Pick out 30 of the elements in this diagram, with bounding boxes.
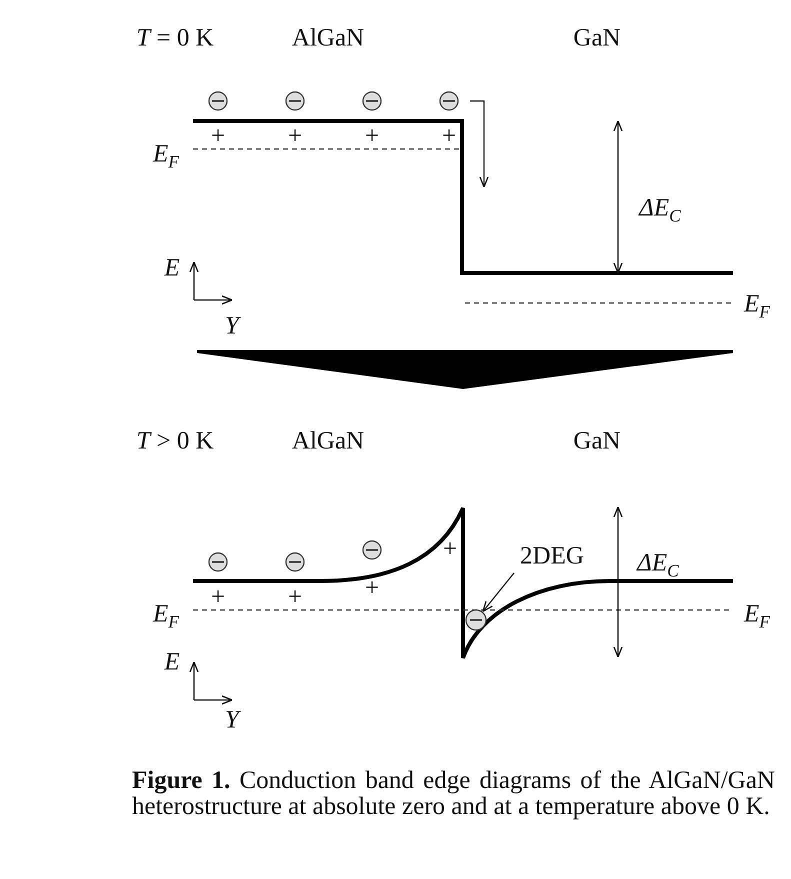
- fermi-level-label: E$_{F}$: [153, 601, 179, 631]
- band-offset-label: ΔE$_{C}$: [637, 550, 679, 580]
- fermi-level-label: E$_{F}$: [744, 291, 770, 321]
- fermi-level-label: E$_{F}$: [153, 141, 179, 171]
- electron-symbol: [439, 91, 459, 111]
- axis-label: Y: [225, 314, 239, 338]
- fermi-level-label: E$_{F}$: [744, 601, 770, 631]
- material-label: AlGaN: [292, 428, 364, 454]
- charge-sign: +: [442, 124, 456, 148]
- material-label: AlGaN: [292, 26, 364, 50]
- axis-label: E: [164, 256, 180, 280]
- charge-sign: +: [442, 536, 458, 562]
- leader-line: [482, 572, 514, 612]
- charge-sign: +: [288, 584, 302, 610]
- charge-sign: +: [288, 124, 302, 148]
- arrow: [470, 100, 489, 188]
- temperature-label: T = 0 K: [136, 26, 214, 50]
- material-label: GaN: [573, 26, 621, 50]
- axis-label: E: [164, 650, 180, 674]
- band-offset-label: ΔE$_{C}$: [639, 195, 681, 225]
- figure-caption: Figure 1. Conduction band edge diagrams of the AlGaN/GaN heterostructure at absolute zero and at a temperature above 0 K.: [132, 768, 775, 820]
- electron-symbol: [465, 609, 487, 631]
- annotation-label: 2DEG: [520, 544, 584, 568]
- charge-sign: +: [364, 124, 380, 148]
- material-label: GaN: [573, 428, 621, 454]
- charge-sign: +: [210, 124, 226, 148]
- charge-sign: +: [210, 584, 226, 610]
- charge-sign: +: [364, 576, 380, 600]
- axis-label: Y: [225, 708, 239, 732]
- temperature-label: T > 0 K: [136, 428, 214, 454]
